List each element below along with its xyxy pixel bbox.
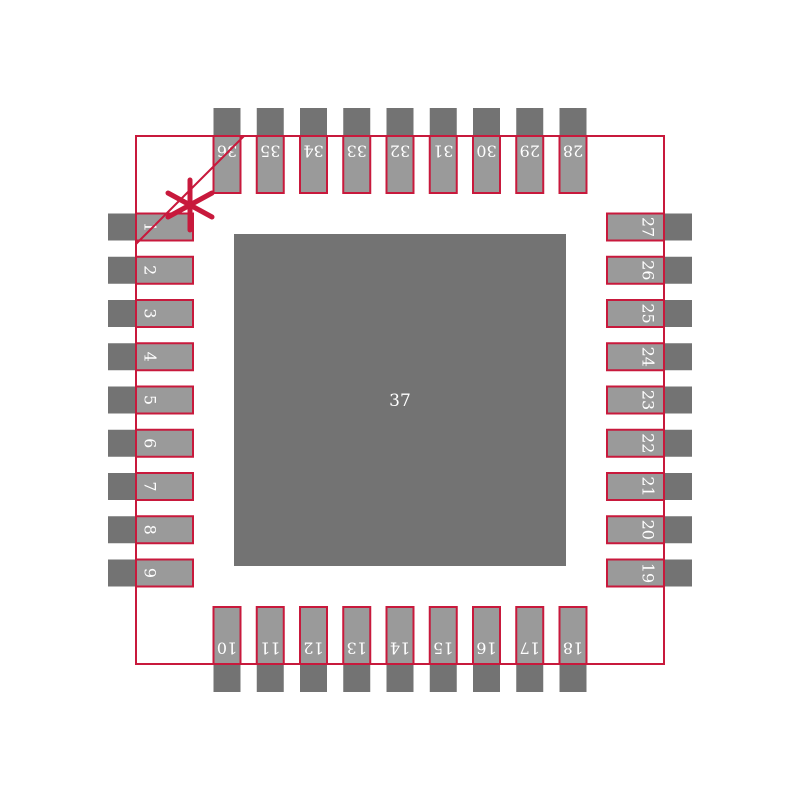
- pin-pad-outline: [606, 212, 665, 242]
- pin-pad-12: 12: [299, 606, 328, 692]
- pin-number-label: 11: [260, 639, 280, 658]
- pin-number-label: 5: [141, 395, 160, 405]
- pin-number-label: 1: [141, 222, 160, 232]
- pin-number-label: 35: [260, 142, 280, 161]
- package-body-outline: [135, 135, 665, 665]
- pin-pad-34: 34: [299, 108, 328, 194]
- pin-number-label: 4: [141, 352, 160, 362]
- pin-pad-outline: [606, 255, 665, 285]
- pin-number-label: 25: [639, 303, 658, 323]
- pin-number-label: 21: [639, 476, 658, 496]
- pin-number-label: 13: [347, 639, 367, 658]
- pin-pad-20: 20: [606, 515, 692, 545]
- pin-number-label: 32: [390, 142, 410, 161]
- pin-number-label: 24: [639, 347, 658, 367]
- thermal-pad: [234, 234, 566, 566]
- pin-number-label: 16: [476, 639, 496, 658]
- pin-number-label: 20: [639, 520, 658, 540]
- pin-pad-15: 15: [428, 606, 458, 692]
- pin-pad-33: 33: [342, 108, 372, 194]
- pin-number-label: 18: [563, 639, 583, 658]
- pin-number-label: 29: [520, 142, 540, 161]
- pin-number-label: 27: [639, 217, 658, 237]
- pin-pad-outline: [472, 135, 501, 194]
- pin-pad-3: 3: [108, 299, 194, 328]
- pin-pad-19: 19: [606, 558, 692, 588]
- pin-number-label: 28: [563, 142, 583, 161]
- pin-number-label: 19: [639, 563, 658, 583]
- pin-pad-outline: [472, 606, 501, 665]
- pin-pad-30: 30: [472, 108, 501, 194]
- pin-pad-6: 6: [108, 428, 194, 458]
- pin-pad-outline: [212, 135, 242, 194]
- pin-pad-outline: [299, 135, 328, 194]
- pin-pad-7: 7: [108, 472, 194, 501]
- pin-pad-11: 11: [255, 606, 285, 692]
- pin-pad-outline: [606, 558, 665, 588]
- pin-number-label: 33: [347, 142, 367, 161]
- pin-pad-21: 21: [606, 472, 692, 501]
- pin-pad-outline: [135, 558, 194, 588]
- pin-pad-27: 27: [606, 212, 692, 242]
- pin-pad-31: 31: [428, 108, 458, 194]
- pin-pad-24: 24: [606, 342, 692, 372]
- pin-pad-outline: [342, 135, 372, 194]
- pin-number-label: 15: [433, 639, 453, 658]
- pin-pad-outline: [135, 255, 194, 285]
- pin-pad-18: 18: [558, 606, 588, 692]
- pin-number-label: 26: [639, 260, 658, 280]
- pin-pad-14: 14: [385, 606, 415, 692]
- pin-pad-outline: [135, 342, 194, 372]
- pin-pad-22: 22: [606, 428, 692, 458]
- pin-pad-outline: [299, 606, 328, 665]
- pin-number-label: 14: [390, 639, 410, 658]
- pin-pad-outline: [135, 472, 194, 501]
- pin-pad-10: 10: [212, 606, 242, 692]
- pin-pad-outline: [135, 385, 194, 415]
- pin-number-label: 3: [141, 308, 160, 318]
- pin-pad-29: 29: [515, 108, 545, 194]
- pin-pad-5: 5: [108, 385, 194, 415]
- pin-pad-outline: [135, 212, 194, 242]
- pin-number-label: 31: [433, 142, 453, 161]
- pin-number-label: 6: [141, 438, 160, 448]
- pin-number-label: 30: [476, 142, 496, 161]
- pin-number-label: 17: [520, 639, 540, 658]
- pin-pad-1: 1: [108, 212, 194, 242]
- pin-pad-32: 32: [385, 108, 415, 194]
- pin-pad-9: 9: [108, 558, 194, 588]
- pin-pad-25: 25: [606, 299, 692, 328]
- pin-pad-36: 36: [212, 108, 242, 194]
- pin-pad-26: 26: [606, 255, 692, 285]
- pin-pad-17: 17: [515, 606, 545, 692]
- pin-pad-28: 28: [558, 108, 588, 194]
- pin-number-label: 7: [141, 481, 160, 491]
- pin-pad-13: 13: [342, 606, 372, 692]
- pin-pad-8: 8: [108, 515, 194, 545]
- pin-pad-35: 35: [255, 108, 285, 194]
- pin-number-label: 23: [639, 390, 658, 410]
- pin-number-label: 2: [141, 265, 160, 275]
- pin-pad-2: 2: [108, 255, 194, 285]
- pin-number-label: 12: [303, 639, 323, 658]
- pin-number-label: 8: [141, 525, 160, 535]
- pin-pad-outline: [342, 606, 372, 665]
- thermal-pad-label: 37: [389, 391, 411, 411]
- pin-number-label: 36: [217, 142, 237, 161]
- pin-pad-23: 23: [606, 385, 692, 415]
- pin-number-label: 22: [639, 433, 658, 453]
- pin-pad-outline: [558, 606, 588, 665]
- pin-pad-4: 4: [108, 342, 194, 372]
- pin-pad-outline: [428, 135, 458, 194]
- pin-number-label: 10: [217, 639, 237, 658]
- pin-pad-16: 16: [472, 606, 501, 692]
- pin-number-label: 34: [303, 142, 323, 161]
- pin-pad-outline: [428, 606, 458, 665]
- pin-number-label: 9: [141, 568, 160, 578]
- pin-pad-outline: [135, 515, 194, 545]
- pin-1-marker-icon: [165, 177, 215, 233]
